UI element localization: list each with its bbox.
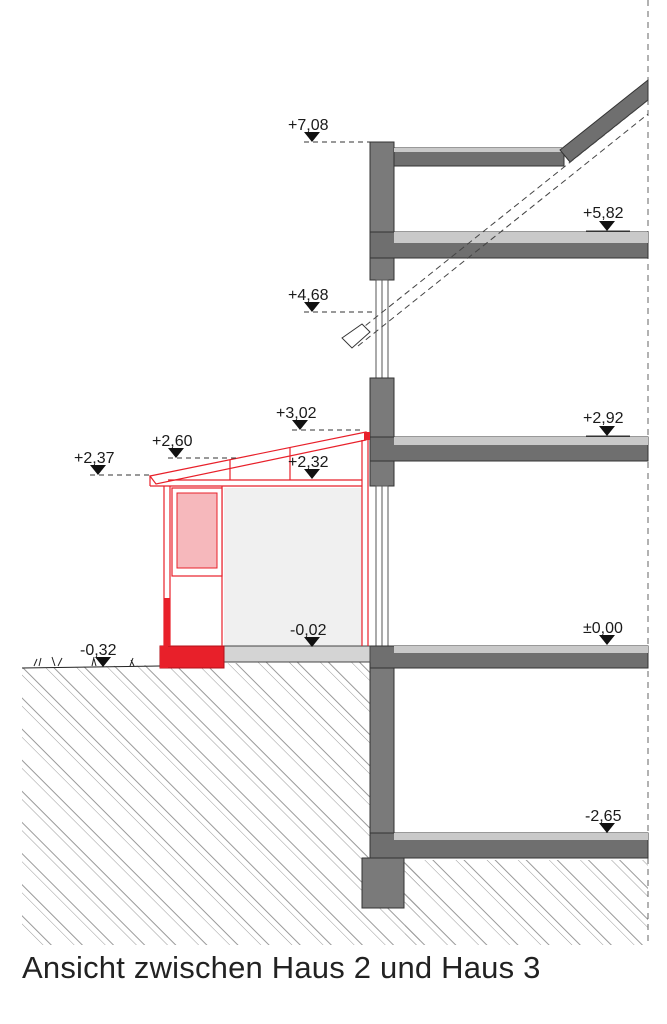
drawing-caption: Ansicht zwischen Haus 2 und Haus 3 <box>22 950 541 985</box>
level-annex-floor: -0,02 <box>290 622 327 647</box>
svg-text:+2,92: +2,92 <box>583 410 624 427</box>
level-first-floor: +2,92 <box>583 410 630 437</box>
svg-text:+2,60: +2,60 <box>152 433 193 450</box>
svg-text:+7,08: +7,08 <box>288 117 329 134</box>
annex-floor-slab <box>223 645 371 663</box>
level-annex-eave: +2,37 <box>74 450 150 476</box>
level-basement: -2,65 <box>585 808 622 833</box>
wall-parapet <box>369 141 395 281</box>
main-building-section <box>341 78 649 909</box>
roof-eave <box>341 323 371 349</box>
wall-mid <box>369 377 395 487</box>
annex-window-glass <box>176 492 218 569</box>
svg-text:-0,32: -0,32 <box>80 642 117 659</box>
wall-basement <box>369 645 395 859</box>
level-markers: +7,08 +5,82 +4,68 +3,02 +2,92 +2,60 <box>74 117 630 833</box>
roof-dashed-lines <box>349 99 649 347</box>
svg-text:±0,00: ±0,00 <box>583 620 623 637</box>
level-annex-ceiling: +2,32 <box>288 454 329 479</box>
level-annex-mid: +2,60 <box>152 433 236 459</box>
annex <box>148 431 371 669</box>
svg-text:+3,02: +3,02 <box>276 405 317 422</box>
svg-text:+2,37: +2,37 <box>74 450 115 467</box>
foundation <box>361 857 405 909</box>
annex-ridge-marker <box>364 432 370 440</box>
svg-text:-0,02: -0,02 <box>290 622 327 639</box>
annex-wall-fill <box>224 488 362 646</box>
ground-hatch <box>21 656 648 945</box>
svg-text:+5,82: +5,82 <box>583 205 624 222</box>
annex-base-red <box>159 645 225 669</box>
level-roof-top: +7,08 <box>288 117 370 143</box>
svg-text:+4,68: +4,68 <box>288 287 329 304</box>
level-window-head: +4,68 <box>288 287 376 313</box>
level-terrain: -0,32 <box>80 642 117 667</box>
roof-rafter <box>559 78 649 163</box>
grass-marks <box>33 656 135 667</box>
svg-text:-2,65: -2,65 <box>585 808 622 825</box>
level-ground-floor: ±0,00 <box>583 620 623 645</box>
level-annex-ridge: +3,02 <box>276 405 364 431</box>
level-upper-floor: +5,82 <box>583 205 630 232</box>
svg-text:+2,32: +2,32 <box>288 454 329 471</box>
annex-post-red <box>164 598 170 646</box>
